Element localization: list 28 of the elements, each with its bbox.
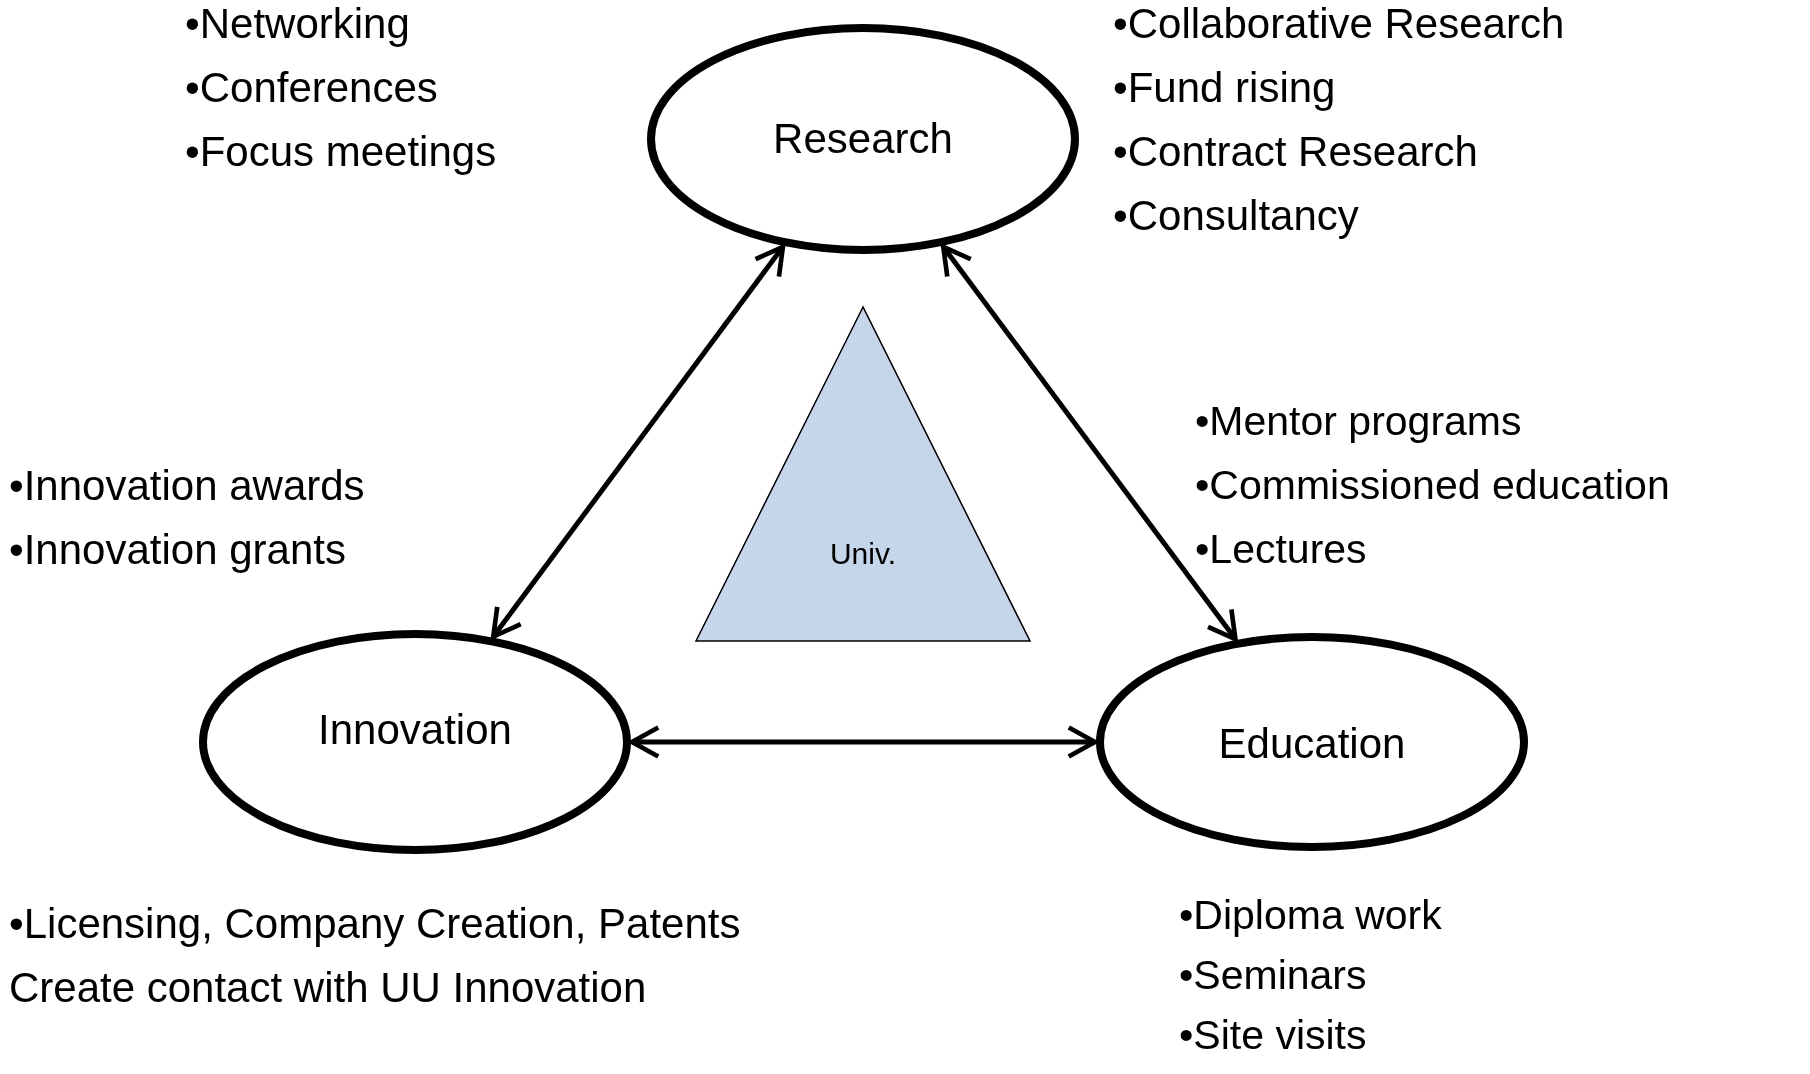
list-item: •Lectures: [1195, 526, 1367, 574]
list-item: •Consultancy: [1113, 192, 1359, 241]
node-label: Univ.: [829, 537, 897, 571]
list-item: •Site visits: [1179, 1012, 1367, 1060]
list-item: •Fund rising: [1113, 64, 1336, 113]
ellipse-node: [198, 629, 632, 855]
node-label: Education: [1218, 720, 1406, 768]
list-item: •Networking: [185, 0, 410, 49]
double-arrow: [490, 244, 786, 639]
list-item: •Conferences: [185, 64, 438, 113]
double-arrow: [629, 725, 1098, 759]
triangle-node: [695, 306, 1031, 642]
list-item: •Seminars: [1179, 952, 1367, 1000]
list-item: •Licensing, Company Creation, Patents: [9, 900, 741, 949]
node-label: Research: [773, 115, 953, 163]
list-item: •Contract Research: [1113, 128, 1478, 177]
list-item: •Mentor programs: [1195, 398, 1522, 446]
list-item: •Diploma work: [1179, 892, 1442, 940]
list-item: •Collaborative Research: [1113, 0, 1565, 49]
list-item: •Focus meetings: [185, 128, 497, 177]
list-item: •Innovation awards: [9, 462, 365, 511]
ellipse-node: [1095, 632, 1529, 852]
double-arrow: [940, 244, 1238, 642]
list-item: •Commissioned education: [1195, 462, 1670, 510]
list-item: Create contact with UU Innovation: [9, 964, 647, 1013]
node-label: Innovation: [318, 706, 512, 754]
ellipse-node: [646, 23, 1080, 255]
list-item: •Innovation grants: [9, 526, 346, 575]
